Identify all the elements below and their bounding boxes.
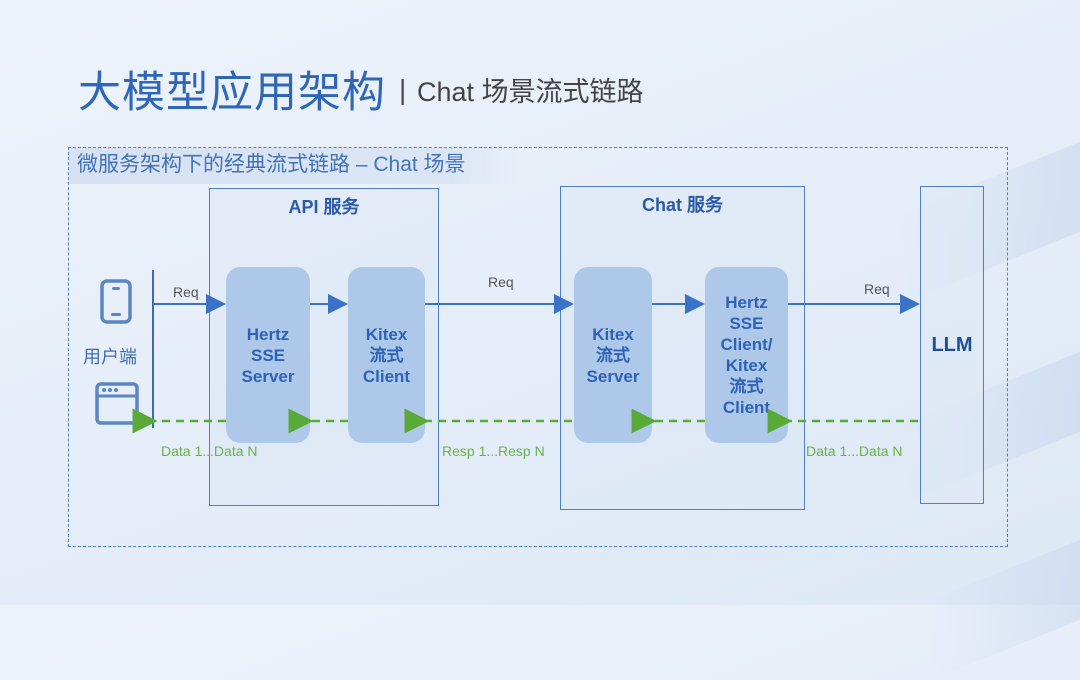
api-service-title: API 服务 xyxy=(288,197,360,217)
title-separator: | xyxy=(399,74,407,105)
page-title: 大模型应用架构 xyxy=(78,69,386,117)
req-label-1: Req xyxy=(173,284,199,300)
resp-label-2: Resp 1...Resp N xyxy=(442,443,545,459)
llm-node: LLM xyxy=(920,186,984,504)
diagram-frame xyxy=(68,147,1008,547)
resp-label-1: Data 1...Data N xyxy=(161,443,258,459)
req-label-3: Req xyxy=(864,281,890,297)
page-subtitle: Chat 场景流式链路 xyxy=(417,77,644,107)
mobile-phone-icon xyxy=(100,279,132,324)
chat-service-title: Chat 服务 xyxy=(642,195,723,215)
flow-arrows xyxy=(132,270,920,434)
browser-window-icon xyxy=(95,382,139,425)
resp-label-3: Data 1...Data N xyxy=(806,443,903,459)
req-label-2: Req xyxy=(488,274,514,290)
section-label: 微服务架构下的经典流式链路 – Chat 场景 xyxy=(69,148,519,184)
client-label: 用户端 xyxy=(83,347,137,367)
llm-label: LLM xyxy=(931,333,973,356)
